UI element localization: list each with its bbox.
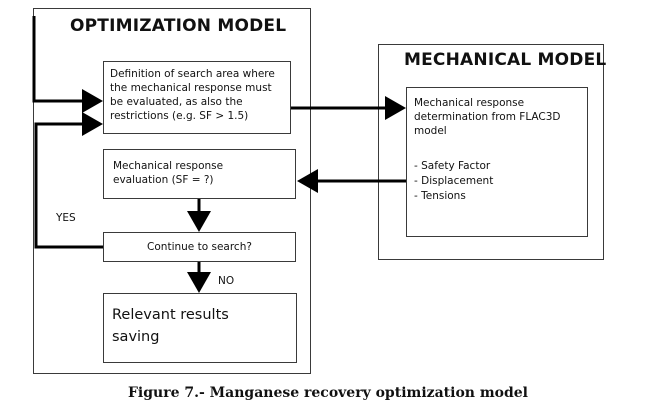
mechanical-response-box: Mechanical response determination from F… [406,87,588,237]
mechanical-response-text: Mechanical response determination from F… [414,97,561,137]
evaluation-box: Mechanical response evaluation (SF = ?) [103,149,296,199]
search-area-text: Definition of search area where the mech… [110,68,275,122]
no-label: NO [218,275,235,287]
yes-loop-arrow [34,112,103,249]
yes-label: YES [56,212,76,224]
decision-box: Continue to search? [103,232,296,262]
optimization-model-title: OPTIMIZATION MODEL [70,16,287,36]
output-displacement: - Displacement [414,175,494,187]
mechanical-model-title: MECHANICAL MODEL [404,50,607,70]
output-tensions: - Tensions [414,190,466,202]
evaluation-text: Mechanical response evaluation (SF = ?) [113,160,224,186]
search-area-box: Definition of search area where the mech… [103,61,291,134]
figure-caption: Figure 7.- Manganese recovery optimizati… [127,385,529,401]
results-text: Relevant results saving [112,307,229,345]
output-safety-factor: - Safety Factor [414,160,491,172]
decision-text: Continue to search? [147,241,252,253]
entry-arrow [32,16,103,113]
results-box: Relevant results saving [103,293,297,363]
